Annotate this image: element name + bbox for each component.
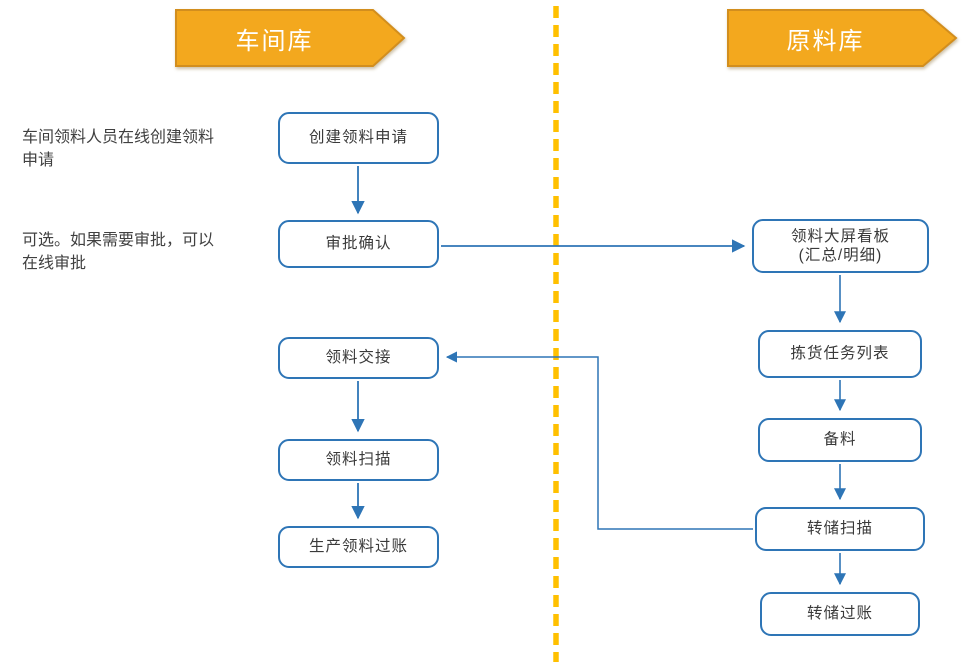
flow-node-label: 转储过账	[806, 605, 873, 623]
flow-node-material-handover: 领料交接	[278, 337, 439, 379]
lane-banner-shape-workshop	[175, 9, 406, 67]
flow-node-approval-confirm: 审批确认	[278, 220, 439, 268]
flow-node-transfer-posting: 转储过账	[760, 592, 920, 636]
flow-node-label: 拣货任务列表	[790, 345, 890, 363]
flow-node-label: 审批确认	[325, 235, 392, 253]
flow-node-production-material-posting: 生产领料过账	[278, 526, 439, 568]
flow-node-label: 领料扫描	[325, 451, 392, 469]
flow-node-transfer-scan: 转储扫描	[755, 507, 925, 551]
flow-node-create-material-request: 创建领料申请	[278, 112, 439, 164]
lane-banner-label-workshop: 车间库	[235, 27, 314, 55]
annotation-create-request-note: 车间领料人员在线创建领料申请	[22, 129, 215, 170]
flow-node-material-dashboard: 领料大屏看板 (汇总/明细)	[752, 219, 929, 273]
lane-banner-label-raw-material: 原料库	[786, 27, 865, 55]
connector-transfer-scan-to-handover-elbow	[445, 351, 753, 530]
flow-node-label: 创建领料申请	[308, 129, 408, 147]
flow-node-sublabel: (汇总/明细)	[798, 247, 883, 264]
flow-node-label: 领料大屏看板	[790, 227, 890, 245]
flow-node-label: 领料交接	[325, 349, 392, 367]
flow-node-material-preparation: 备料	[758, 418, 922, 462]
flow-node-material-scan: 领料扫描	[278, 439, 439, 481]
flow-node-picking-task-list: 拣货任务列表	[758, 330, 922, 378]
annotation-approval-optional-note: 可选。如果需要审批，可以在线审批	[22, 232, 215, 273]
flow-node-label: 备料	[823, 431, 857, 449]
flow-node-label: 生产领料过账	[308, 538, 408, 556]
lane-banner-shape-raw-material	[727, 9, 958, 67]
flow-node-label: 转储扫描	[806, 520, 873, 538]
